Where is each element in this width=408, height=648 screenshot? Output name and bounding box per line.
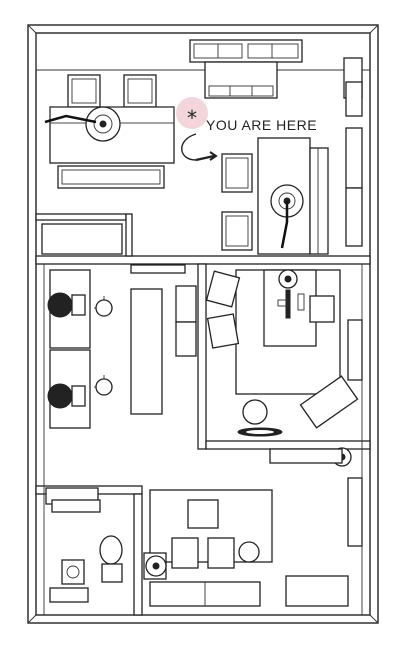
marker-highlight <box>176 97 208 129</box>
marker-arrow <box>181 133 197 161</box>
private-office <box>205 269 359 437</box>
outer-walls <box>27 24 379 624</box>
meeting-area <box>143 447 352 580</box>
marker-asterisk: * <box>187 106 197 130</box>
marker-label: YOU ARE HERE <box>206 117 317 133</box>
lounge-furniture <box>41 61 329 255</box>
floor-lamp-right <box>270 184 304 249</box>
windows <box>45 39 363 607</box>
restroom <box>49 499 123 603</box>
workstation-desks <box>47 264 197 429</box>
floor-lamp-left <box>44 106 121 142</box>
you-are-here-marker: * YOU ARE HERE <box>176 97 317 162</box>
